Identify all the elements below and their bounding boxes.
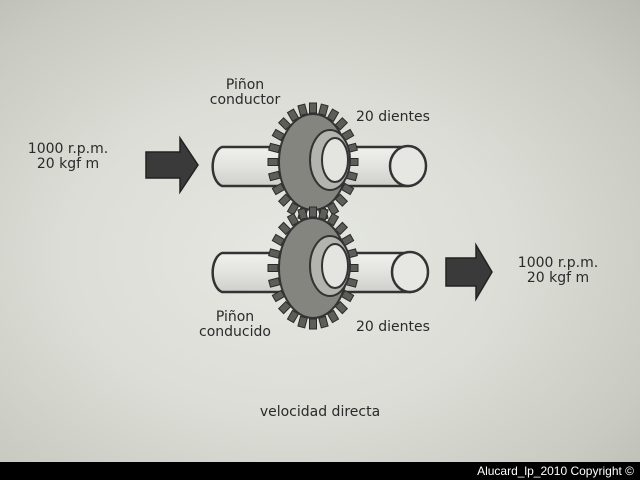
drive-gear-tooth xyxy=(277,117,292,131)
input-speed: 1000 r.p.m. xyxy=(27,141,109,157)
drive-gear-tooth xyxy=(318,103,329,117)
output-speed: 1000 r.p.m. xyxy=(517,255,599,271)
drive-gear-tooth xyxy=(277,193,292,207)
drive-gear-tooth xyxy=(309,102,317,114)
drive-pinion-label: Piñon conductor xyxy=(190,78,300,108)
drive-teeth-label: 20 dientes xyxy=(356,109,430,125)
diagram-page: 1000 r.p.m. 20 kgf m Piñon conductor 20 … xyxy=(0,0,640,462)
drive-gear-tooth xyxy=(267,158,279,166)
driven-gear xyxy=(267,206,359,330)
input-torque: 20 kgf m xyxy=(36,156,100,172)
input-arrow xyxy=(145,135,199,195)
gear-diagram xyxy=(145,102,493,330)
drive-pinion-label-line2: conductor xyxy=(209,92,281,108)
driven-gear-tooth xyxy=(309,318,317,330)
output-arrow xyxy=(445,242,493,302)
output-label: 1000 r.p.m. 20 kgf m xyxy=(498,256,618,286)
output-torque: 20 kgf m xyxy=(526,270,590,286)
drive-gear-tooth xyxy=(334,117,349,131)
driven-pinion-label-line1: Piñon xyxy=(215,309,255,325)
footer-bar: Alucard_lp_2010 Copyright © xyxy=(0,462,640,480)
drive-gear-tooth xyxy=(334,193,349,207)
drive-pinion-label-line1: Piñon xyxy=(225,77,265,93)
driven-gear-tooth xyxy=(267,264,279,272)
driven-pinion-label: Piñon conducido xyxy=(180,310,290,340)
driven-gear-tooth xyxy=(309,206,317,218)
driven-teeth-label: 20 dientes xyxy=(356,319,430,335)
driven-gear-tooth xyxy=(318,315,329,329)
driven-pinion-label-line2: conducido xyxy=(199,324,271,340)
copyright-text: Alucard_lp_2010 Copyright © xyxy=(477,464,634,478)
driven-gear-tooth xyxy=(297,315,308,329)
input-label: 1000 r.p.m. 20 kgf m xyxy=(8,142,128,172)
diagram-caption: velocidad directa xyxy=(259,404,381,420)
drive-gear xyxy=(267,102,359,222)
